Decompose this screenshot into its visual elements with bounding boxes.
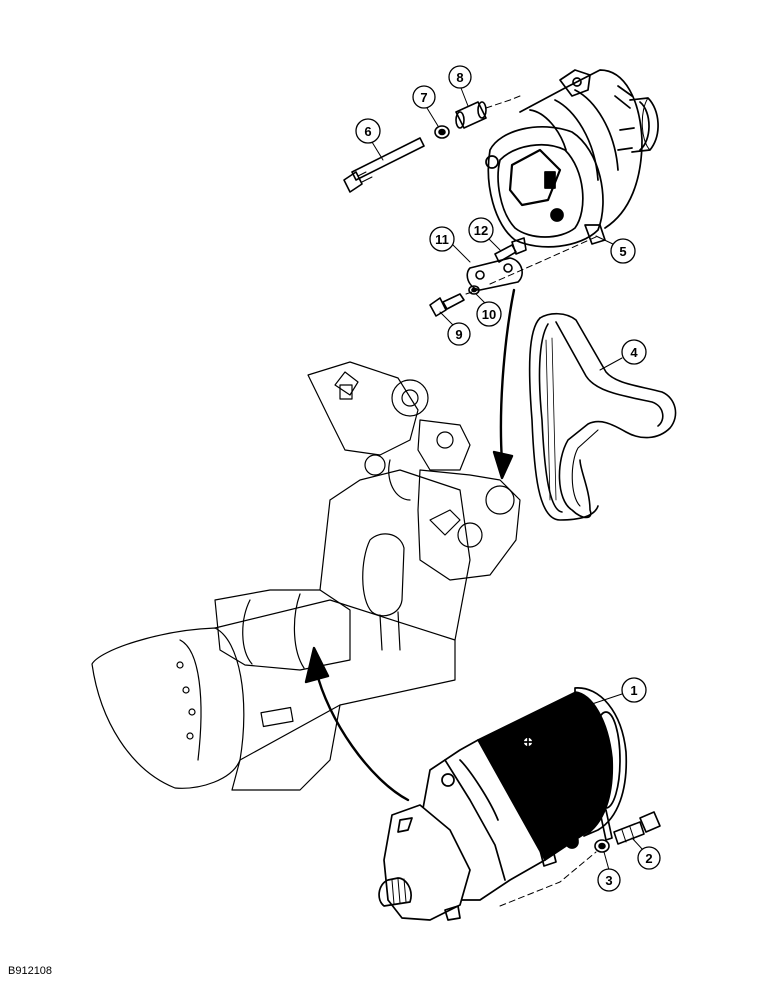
svg-text:2: 2 — [645, 851, 652, 866]
svg-text:5: 5 — [619, 244, 626, 259]
pivot-centerline — [485, 95, 521, 109]
svg-text:9: 9 — [455, 327, 462, 342]
starter-bolt — [613, 811, 661, 845]
adjusting-bracket — [466, 257, 523, 291]
alternator-install-arrow — [492, 288, 516, 480]
svg-text:8: 8 — [456, 70, 463, 85]
figure-id: B912108 — [8, 965, 53, 977]
svg-text:12: 12 — [474, 223, 488, 238]
spacer-sleeve — [455, 101, 487, 129]
callout-8: 8 — [448, 65, 472, 89]
callout-3: 3 — [597, 868, 621, 892]
callout-12: 12 — [468, 217, 494, 243]
svg-text:6: 6 — [364, 124, 371, 139]
leader-lines — [371, 87, 644, 871]
svg-text:10: 10 — [482, 307, 496, 322]
bracket-centerline — [465, 235, 599, 295]
callout-11: 11 — [429, 226, 455, 252]
bracket-bolt — [429, 293, 465, 317]
callout-6: 6 — [355, 118, 381, 144]
callout-9: 9 — [447, 322, 471, 346]
svg-text:1: 1 — [630, 683, 637, 698]
alternator — [485, 69, 659, 248]
drive-belt — [528, 312, 677, 521]
callout-7: 7 — [412, 85, 436, 109]
engine-block — [91, 361, 521, 791]
starter-motor — [378, 687, 628, 921]
starter-install-arrow — [304, 646, 410, 802]
svg-text:11: 11 — [435, 232, 449, 247]
alternator-pivot-bolt — [343, 137, 425, 193]
starter-washer — [594, 839, 610, 853]
adjusting-bolt — [494, 237, 527, 263]
svg-text:3: 3 — [605, 873, 612, 888]
svg-text:4: 4 — [630, 345, 638, 360]
callout-1: 1 — [621, 677, 647, 703]
pivot-washer — [434, 125, 450, 139]
callout-4: 4 — [621, 339, 647, 365]
callout-10: 10 — [476, 301, 502, 327]
svg-text:7: 7 — [420, 90, 427, 105]
callout-5: 5 — [610, 238, 636, 264]
starter-centerline — [499, 851, 597, 907]
callout-2: 2 — [637, 846, 661, 870]
bracket-washer — [468, 285, 480, 295]
